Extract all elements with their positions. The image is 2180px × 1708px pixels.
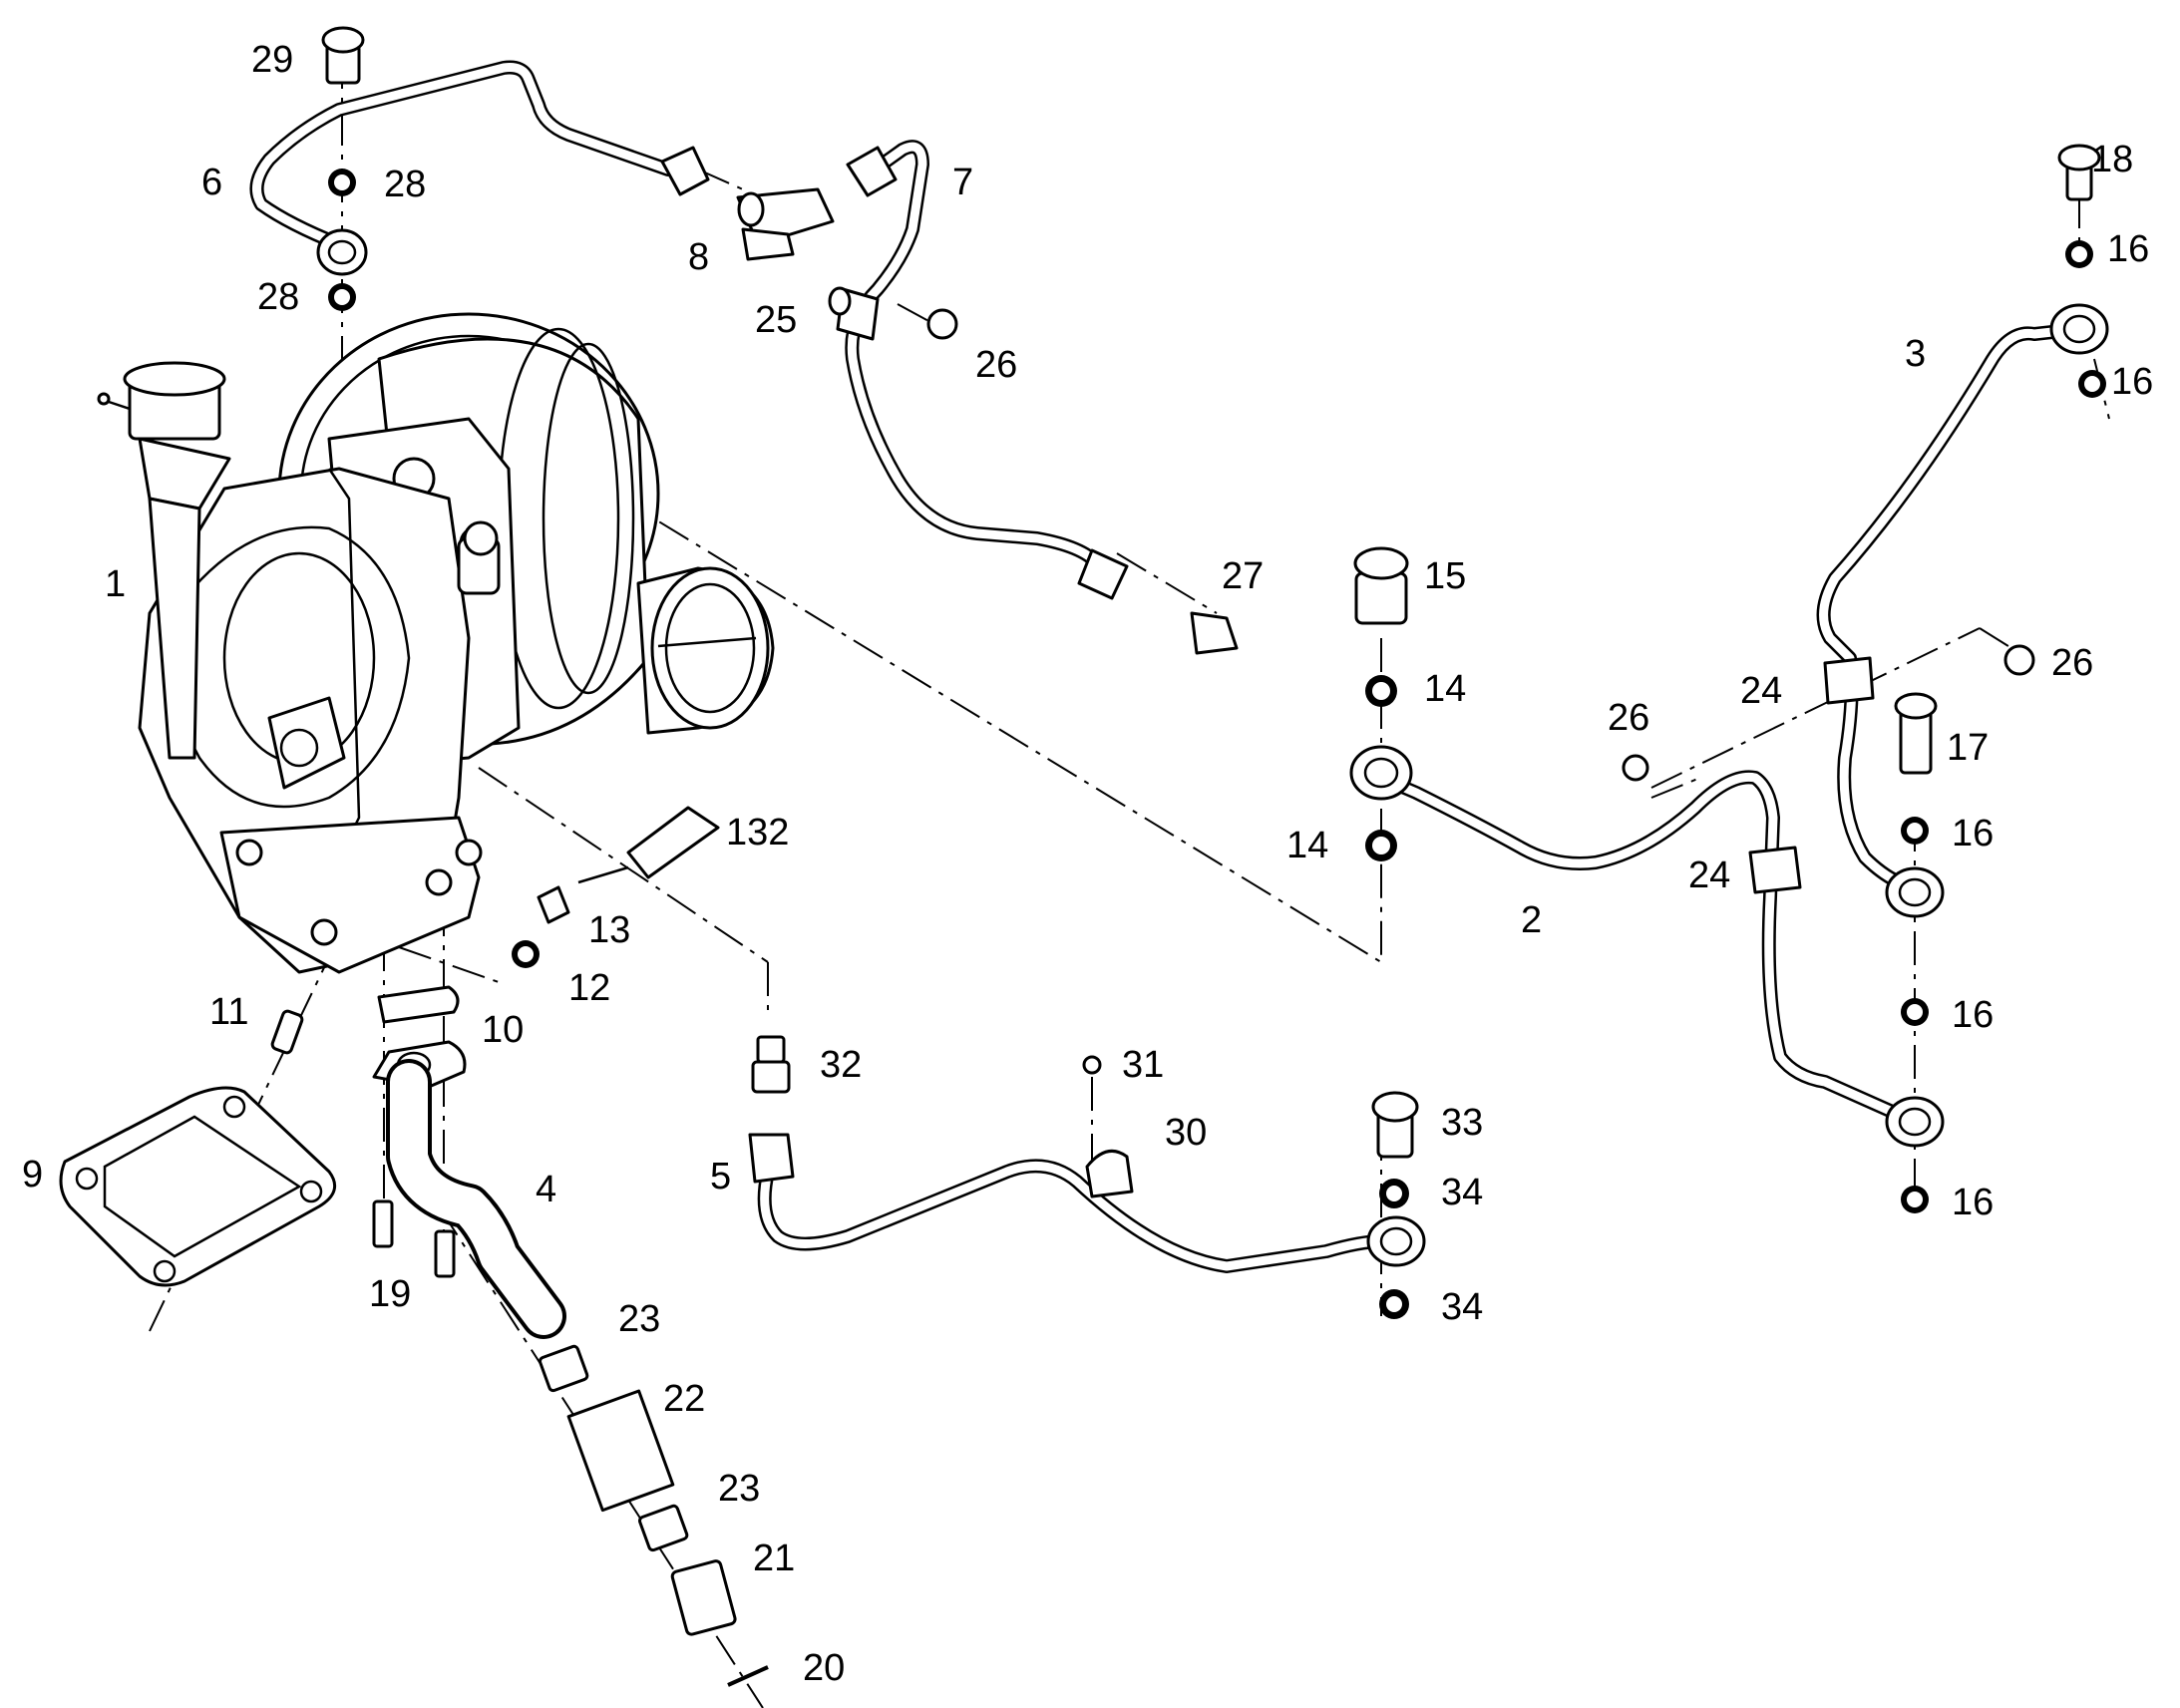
callout-labels: 1 2 3 4 5 6 7 8 9 10 11 12 13 14 14 15 1… xyxy=(22,39,2153,1689)
callout-16-e: 16 xyxy=(1952,1182,1994,1223)
callout-11: 11 xyxy=(209,991,248,1033)
callout-18: 18 xyxy=(2091,139,2133,180)
turbocharger-assembly xyxy=(97,312,775,974)
oil-pipe-7 xyxy=(828,140,1129,600)
bolt-29 xyxy=(321,26,365,85)
callout-16-a: 16 xyxy=(2107,228,2149,270)
bolt-33 xyxy=(1371,1091,1419,1159)
sensor-23-lower xyxy=(638,1504,689,1552)
callout-23-lower: 23 xyxy=(718,1468,760,1510)
callout-19: 19 xyxy=(369,1273,411,1315)
oil-pipe-2 xyxy=(1349,745,1945,1148)
callout-14-upper: 14 xyxy=(1424,668,1466,710)
adapter-21 xyxy=(670,1559,737,1636)
oil-pipe-3 xyxy=(1816,303,2109,918)
callout-9: 9 xyxy=(22,1154,43,1196)
callout-30: 30 xyxy=(1165,1112,1207,1154)
callout-1: 1 xyxy=(105,563,126,605)
callout-8: 8 xyxy=(688,236,709,278)
callout-25: 25 xyxy=(755,299,797,341)
callout-16-d: 16 xyxy=(1952,994,1994,1036)
callout-26-a: 26 xyxy=(975,344,1017,386)
callout-14-lower: 14 xyxy=(1286,825,1328,866)
callout-28-upper: 28 xyxy=(384,164,426,205)
callout-12: 12 xyxy=(568,967,610,1009)
bolt-18 xyxy=(2057,144,2101,201)
callout-13: 13 xyxy=(588,909,630,951)
callout-7: 7 xyxy=(952,162,973,203)
screw-31 xyxy=(1082,1055,1102,1075)
washers xyxy=(328,169,2106,1319)
callout-23-upper: 23 xyxy=(618,1298,660,1340)
callout-34-upper: 34 xyxy=(1441,1172,1483,1213)
oil-pipe-5 xyxy=(748,1133,1426,1273)
callout-4: 4 xyxy=(536,1169,556,1210)
callout-15: 15 xyxy=(1424,555,1466,597)
callout-20: 20 xyxy=(803,1647,845,1689)
sealant-tube-132 xyxy=(577,806,720,884)
callout-2: 2 xyxy=(1521,899,1542,941)
callout-17: 17 xyxy=(1947,727,1989,769)
callout-21: 21 xyxy=(753,1537,795,1579)
callout-22: 22 xyxy=(663,1378,705,1420)
pin-11 xyxy=(270,1009,304,1055)
callout-16-b: 16 xyxy=(2111,361,2153,403)
oil-feed-pipe-6 xyxy=(249,60,710,276)
nut-13 xyxy=(537,885,570,924)
callout-16-c: 16 xyxy=(1952,813,1994,854)
callout-10: 10 xyxy=(482,1009,524,1051)
bolt-15 xyxy=(1353,546,1409,625)
callout-29: 29 xyxy=(251,39,293,81)
bolts-19 xyxy=(372,1199,456,1278)
callout-33: 33 xyxy=(1441,1102,1483,1144)
oil-drain-pipe-4 xyxy=(372,985,566,1339)
callout-27: 27 xyxy=(1222,555,1264,597)
callout-132: 132 xyxy=(726,812,789,854)
gasket-9 xyxy=(59,1086,337,1287)
callout-34-lower: 34 xyxy=(1441,1286,1483,1328)
sensor-23-upper xyxy=(539,1344,589,1393)
callout-26-b: 26 xyxy=(1608,697,1649,739)
screws-26 xyxy=(926,308,2035,782)
callout-24-lower: 24 xyxy=(1688,854,1730,896)
o-ring-20 xyxy=(727,1665,769,1687)
bolt-17 xyxy=(1894,692,1938,775)
callout-5: 5 xyxy=(710,1156,731,1197)
callout-32: 32 xyxy=(820,1044,862,1086)
callout-3: 3 xyxy=(1905,333,1926,375)
callout-6: 6 xyxy=(201,162,222,203)
callout-31: 31 xyxy=(1122,1044,1164,1086)
callout-26-c: 26 xyxy=(2051,642,2093,684)
fitting-32 xyxy=(751,1035,791,1094)
callout-24-upper: 24 xyxy=(1740,670,1782,712)
callout-28-lower: 28 xyxy=(257,276,299,318)
fitting-27 xyxy=(1190,611,1239,655)
sleeve-22 xyxy=(566,1389,675,1513)
tee-fitting-8 xyxy=(736,187,835,261)
